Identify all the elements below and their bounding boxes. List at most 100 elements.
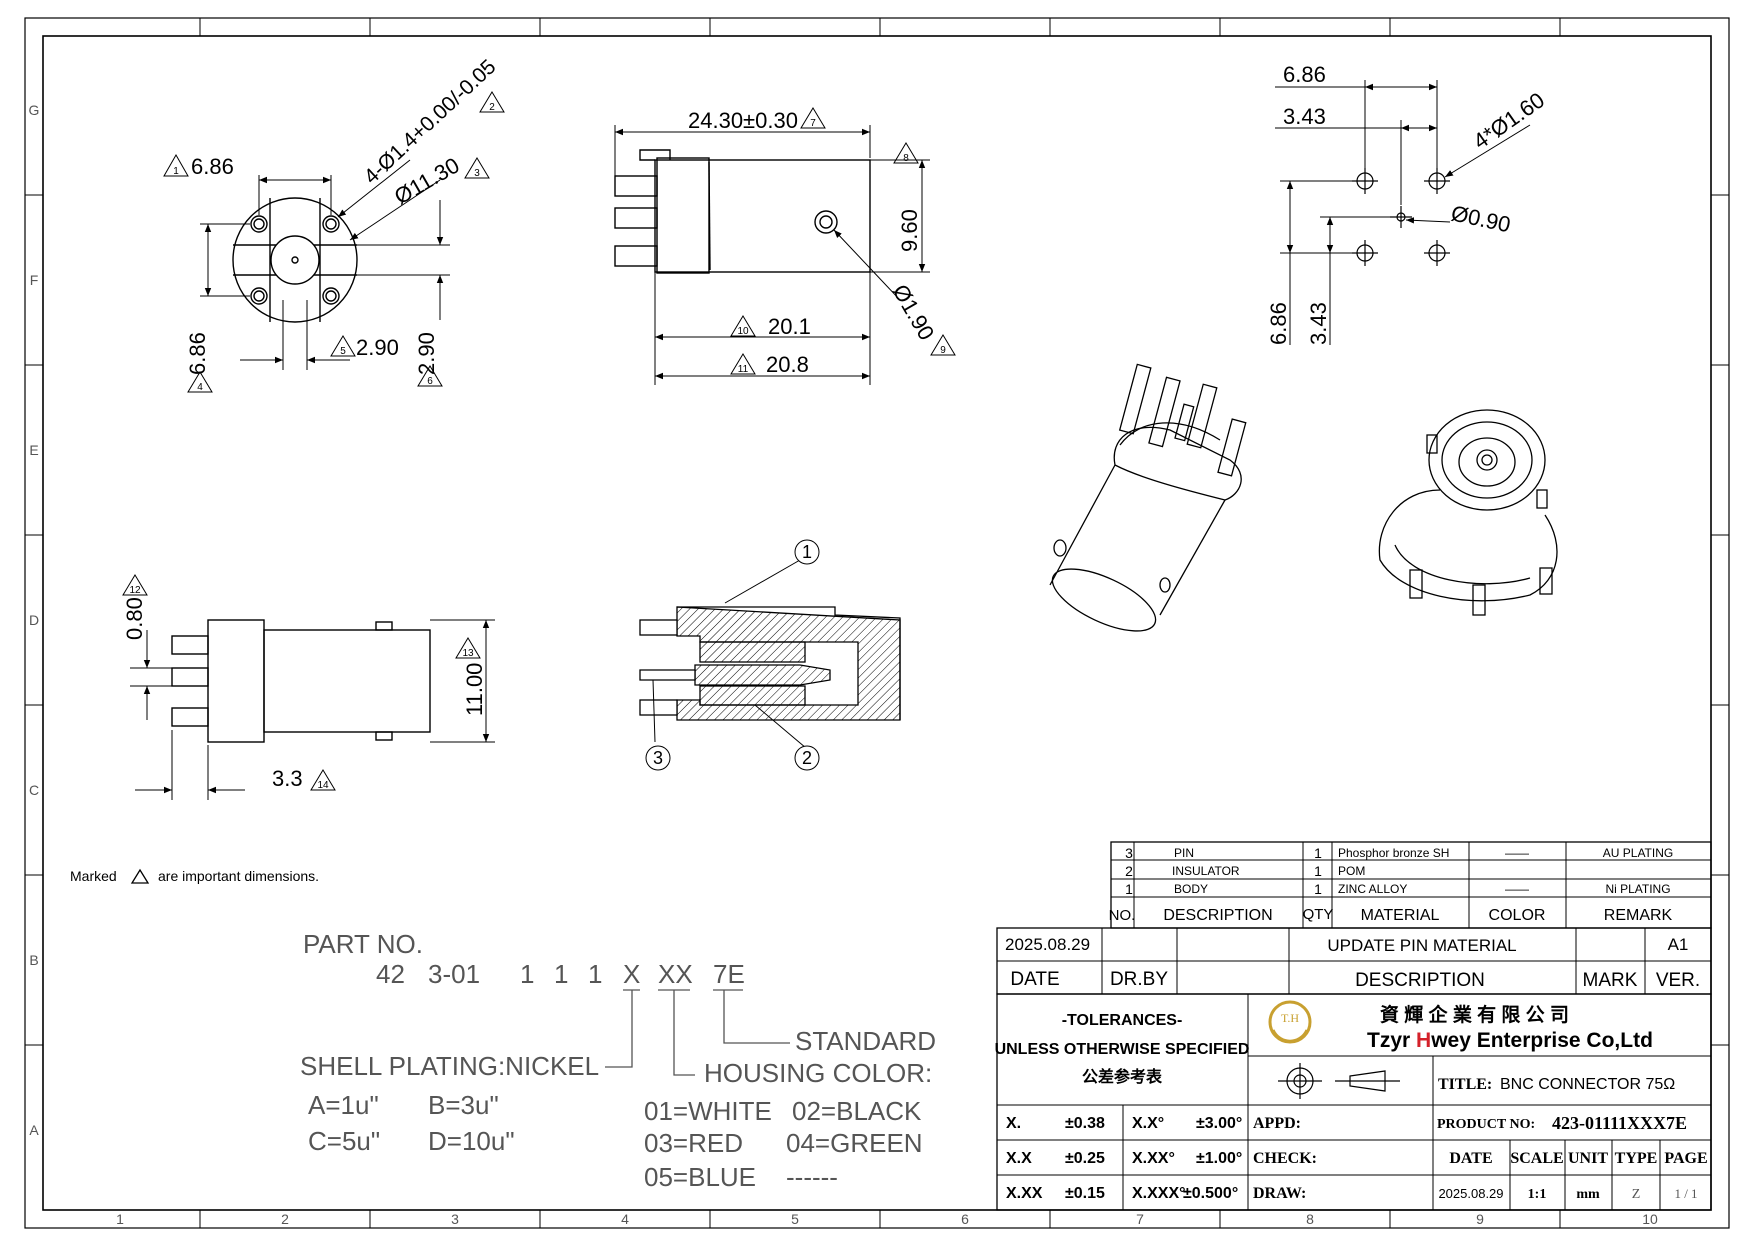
callout-3: 3 (653, 748, 663, 768)
rev-ver: A1 (1668, 935, 1689, 954)
standard-label: STANDARD (795, 1026, 936, 1056)
label-unit: UNIT (1568, 1150, 1608, 1167)
svg-text:8: 8 (903, 153, 909, 164)
bom-row1-material: Phosphor bronze SH (1338, 846, 1449, 860)
mark-12: 12 (122, 574, 148, 596)
housing-color-label: HOUSING COLOR: (704, 1058, 932, 1088)
mark-10: 10 (730, 315, 756, 337)
dim-bot-11.00: 11.00 (462, 663, 487, 716)
bom-row1-color: —— (1505, 846, 1529, 860)
mark-2: 2 (479, 91, 505, 113)
row-f: F (30, 272, 39, 288)
tol-r3-a: X.XX (1006, 1185, 1043, 1202)
dim-fp-6.86: 6.86 (1283, 62, 1326, 87)
mark-9: 9 (930, 334, 956, 356)
code-3-01: 3-01 (428, 959, 480, 989)
bom-row2-desc: INSULATOR (1172, 864, 1240, 878)
bom-text: 3 PIN 1 Phosphor bronze SH —— AU PLATING… (1109, 845, 1674, 924)
tol-r1-d: ±3.00° (1196, 1115, 1242, 1132)
dim-side-20.1: 20.1 (768, 314, 811, 339)
code-1c: 1 (588, 959, 602, 989)
code-1a: 1 (520, 959, 534, 989)
plating-c: C=5u" (308, 1126, 380, 1156)
tol-sub: UNLESS OTHERWISE SPECIFIED (995, 1041, 1250, 1058)
row-a: A (29, 1122, 39, 1138)
rev-header-date: DATE (1010, 969, 1059, 990)
col-1: 1 (116, 1211, 124, 1227)
svg-text:1: 1 (173, 166, 179, 177)
rev-header-drby: DR.BY (1110, 969, 1168, 990)
mark-8: 8 (893, 142, 919, 164)
svg-text:2: 2 (489, 102, 495, 113)
label-type: TYPE (1615, 1150, 1658, 1167)
col-5: 5 (791, 1211, 799, 1227)
mark-3: 3 (464, 157, 490, 179)
company-cn: 資 輝 企 業 有 限 公 司 (1380, 1003, 1569, 1026)
svg-text:3: 3 (474, 168, 480, 179)
part-number-legend: PART NO. 42 3-01 1 1 1 X XX 7E STANDARD … (300, 929, 936, 1192)
col-9: 9 (1476, 1211, 1484, 1227)
code-7e: 7E (713, 959, 745, 989)
value-type: Z (1632, 1187, 1641, 1202)
label-page: PAGE (1664, 1150, 1707, 1167)
callout-2: 2 (802, 748, 812, 768)
mark-4: 4 (187, 371, 213, 393)
mark-1: 1 (163, 153, 189, 177)
row-e: E (29, 442, 38, 458)
dim-fp-3.43-v: 3.43 (1306, 302, 1331, 345)
dim-fp-holes: 4*Ø1.60 (1469, 87, 1549, 154)
revision-text: 2025.08.29 UPDATE PIN MATERIAL A1 DATE D… (1005, 935, 1700, 991)
bom-header-color: COLOR (1489, 907, 1546, 924)
note-text-before: Marked (70, 868, 117, 884)
plating-a: A=1u" (308, 1090, 379, 1120)
bom-row2-qty: 1 (1314, 863, 1322, 879)
dim-front-6.86: 6.86 (191, 154, 234, 179)
draw-label: DRAW: (1253, 1185, 1306, 1202)
dim-front-6.86-v: 6.86 (185, 332, 210, 375)
svg-text:7: 7 (810, 118, 816, 129)
tol-cn: 公差参考表 (1082, 1067, 1163, 1086)
tol-title: -TOLERANCES- (1062, 1012, 1183, 1029)
bom-row3-qty: 1 (1314, 881, 1322, 897)
rev-header-ver: VER. (1656, 970, 1700, 991)
callout-1: 1 (802, 542, 812, 562)
dim-front-2.90: 2.90 (356, 335, 399, 360)
bom-row2-no: 2 (1125, 863, 1133, 879)
company-name: 資 輝 企 業 有 限 公 司 Tzyr Hwey Enterprise Co,… (1367, 1003, 1653, 1052)
footprint-dims: 6.86 3.43 4*Ø1.60 Ø0.90 6.86 3.43 (1266, 62, 1549, 345)
title-block (996, 993, 1712, 1211)
title-value: BNC CONNECTOR 75Ω (1500, 1076, 1675, 1093)
color-05: 05=BLUE (644, 1162, 756, 1192)
front-view (200, 159, 450, 370)
dim-front-2.90-v: 2.90 (414, 332, 439, 375)
bom-header-desc: DESCRIPTION (1163, 907, 1272, 924)
dim-fp-6.86-v: 6.86 (1266, 302, 1291, 345)
col-2: 2 (281, 1211, 289, 1227)
code-x: X (623, 959, 640, 989)
dim-bot-0.80: 0.80 (122, 597, 147, 640)
zone-ticks (25, 18, 1729, 1228)
row-g: G (29, 102, 40, 118)
bom-row3-no: 1 (1125, 881, 1133, 897)
color-04: 04=GREEN (786, 1128, 923, 1158)
bom-row1-qty: 1 (1314, 845, 1322, 861)
note-text-after: are important dimensions. (158, 868, 319, 884)
zone-labels: 1 2 3 4 5 6 7 8 9 10 G F E D C B A (29, 102, 1658, 1227)
bom-row3-color: —— (1505, 882, 1529, 896)
mark-11: 11 (730, 353, 756, 375)
check-label: CHECK: (1253, 1150, 1317, 1167)
rev-header-mark: MARK (1583, 970, 1638, 991)
footprint-view (1275, 80, 1531, 345)
bom-header-no: NO. (1109, 907, 1136, 924)
mark-5: 5 (330, 335, 356, 357)
title-fields: TITLE: BNC CONNECTOR 75Ω APPD: CHECK: DR… (1253, 1076, 1708, 1202)
svg-text:5: 5 (340, 346, 346, 357)
svg-text:11: 11 (738, 364, 749, 375)
code-xx: XX (658, 959, 693, 989)
tol-r1-a: X. (1006, 1115, 1021, 1132)
code-42: 42 (376, 959, 405, 989)
important-note: Marked are important dimensions. (70, 868, 319, 884)
dim-side-20.8: 20.8 (766, 352, 809, 377)
svg-text:10: 10 (737, 326, 749, 337)
rev-date: 2025.08.29 (1005, 935, 1090, 954)
